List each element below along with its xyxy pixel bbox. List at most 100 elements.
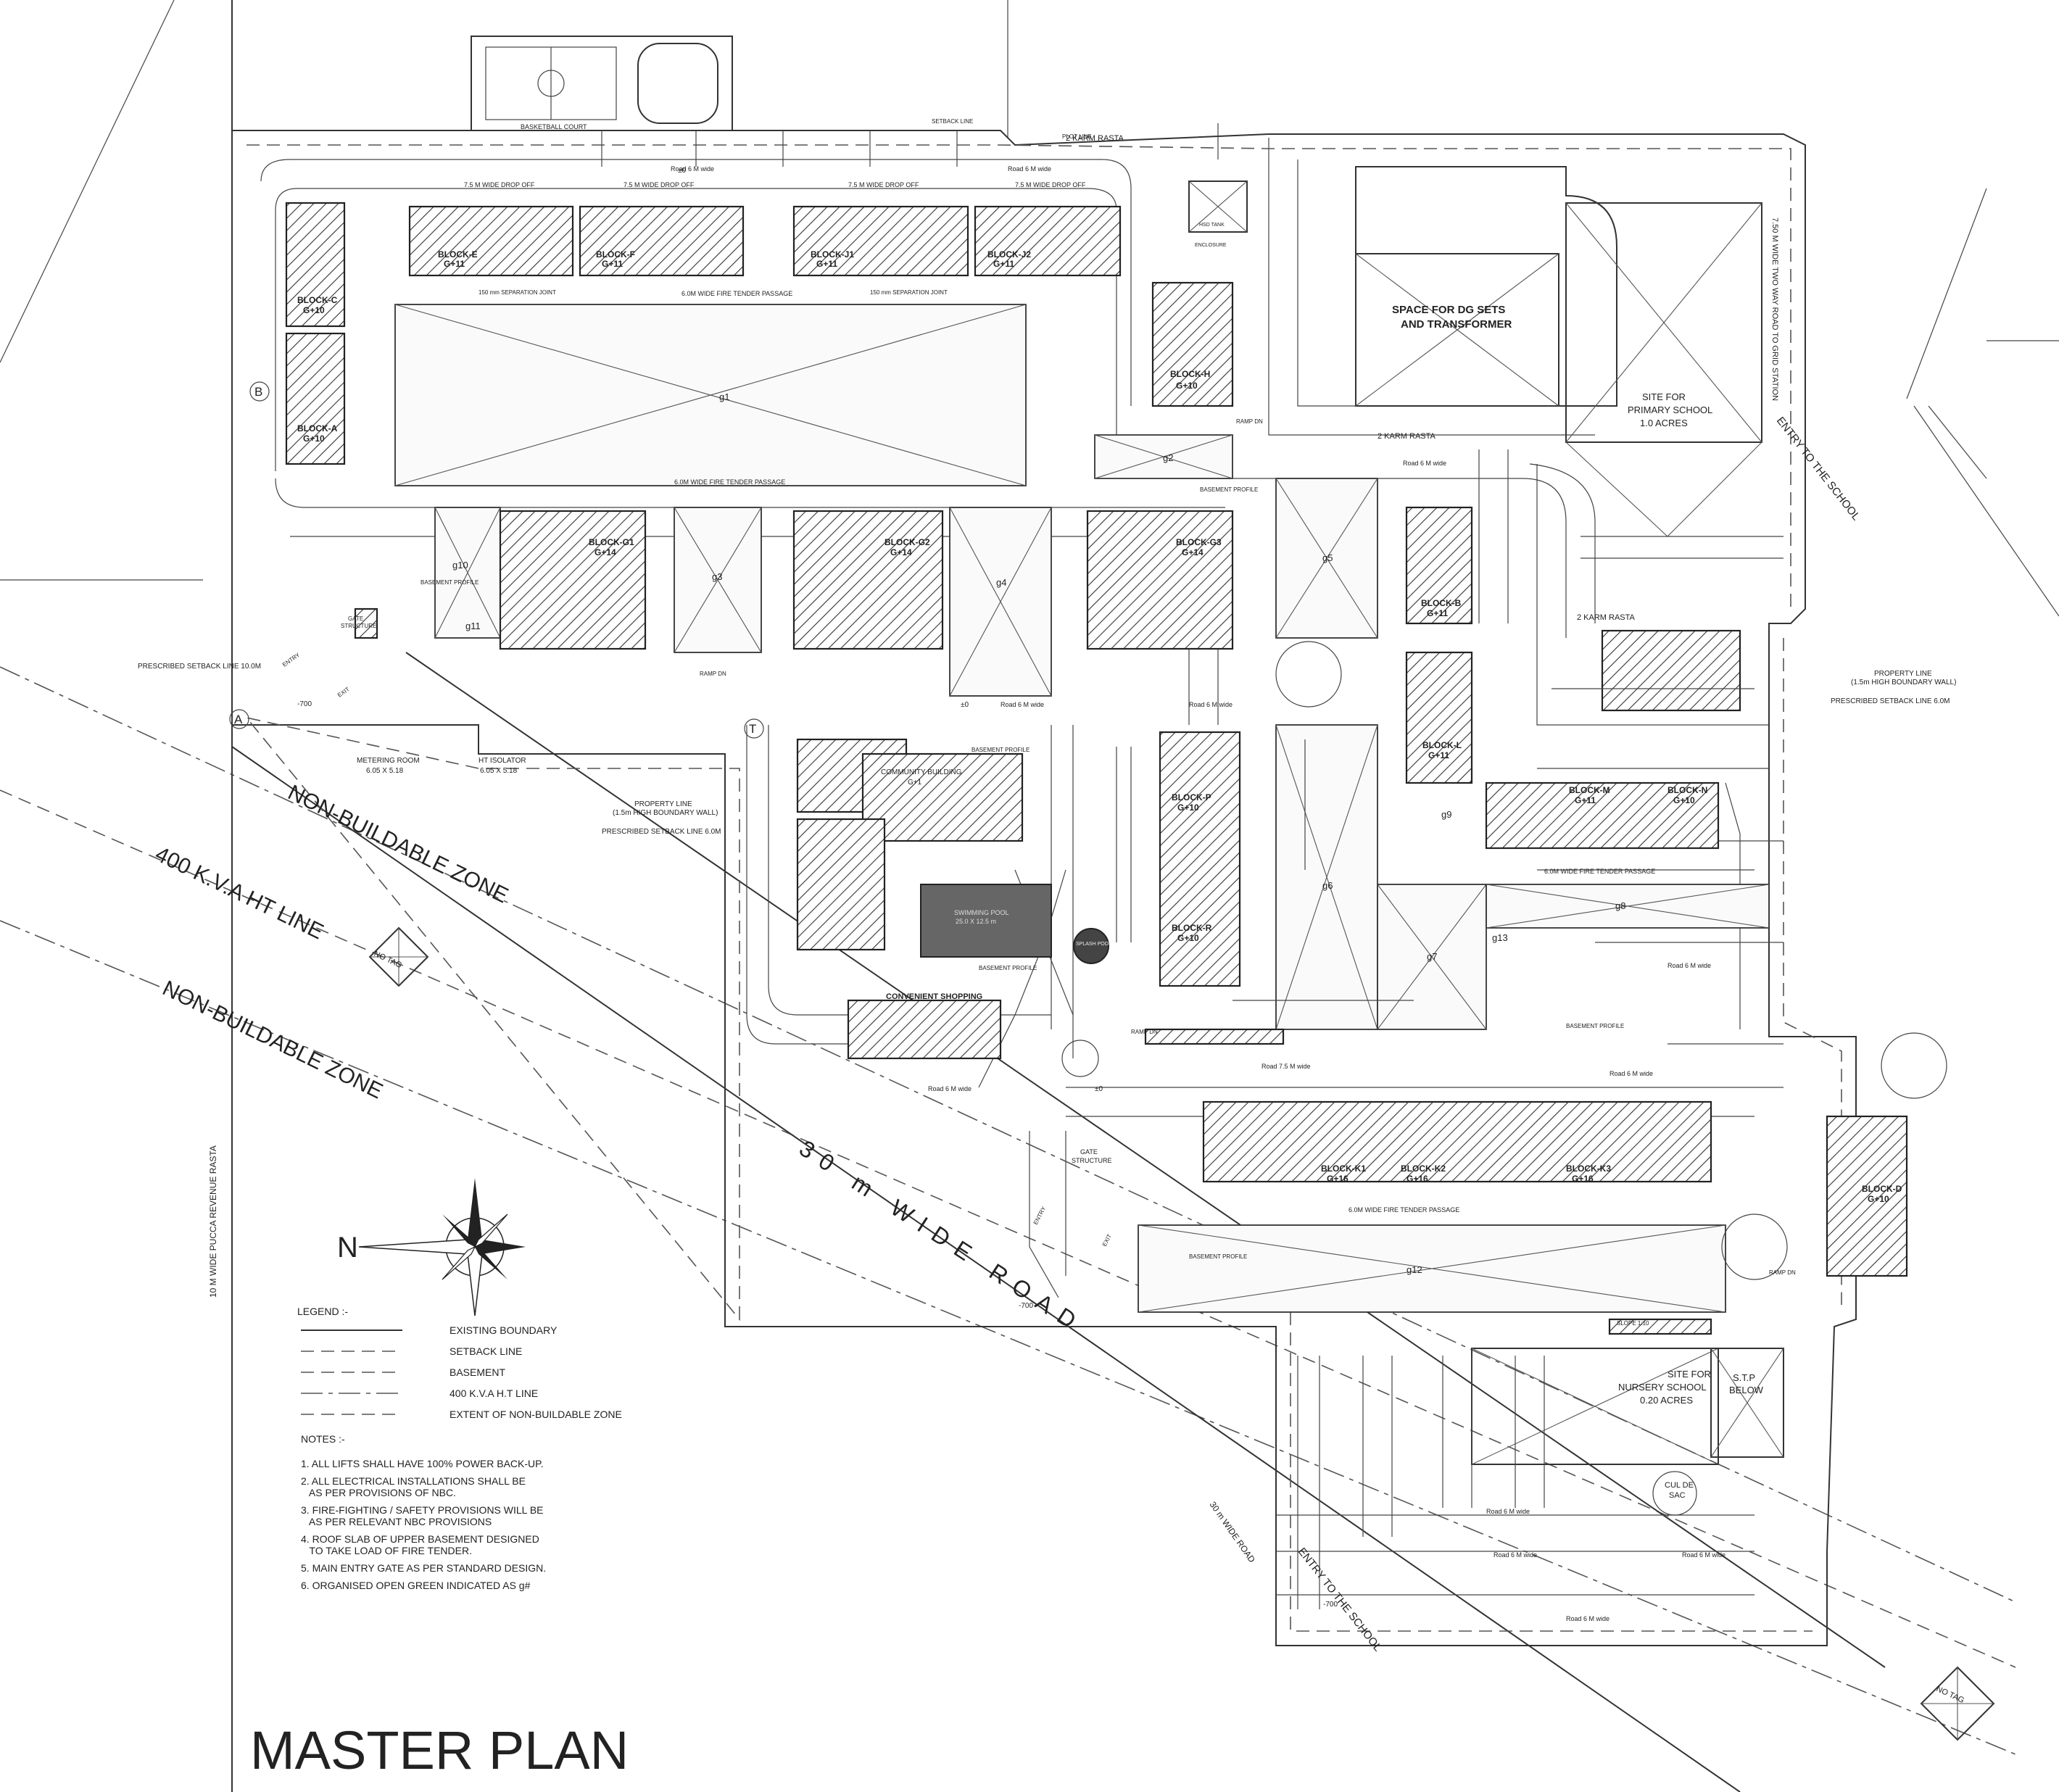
open-greens — [394, 304, 1770, 1313]
fire-passage-label: 6.0M WIDE FIRE TENDER PASSAGE — [1348, 1206, 1459, 1214]
road-label: Road 6 M wide — [1189, 701, 1232, 708]
road-label: Road 6 M wide — [1610, 1070, 1653, 1077]
block-label: BLOCK-R — [1172, 923, 1212, 933]
block-floors: G+10 — [1673, 795, 1695, 805]
revenue-rasta-label: 10 M WIDE PUCCA REVENUE RASTA — [208, 1145, 218, 1298]
ramp-label: RAMP DN — [1236, 418, 1263, 425]
block-floors: G+10 — [303, 434, 325, 444]
green-label: g10 — [452, 560, 468, 571]
buildings — [285, 202, 1908, 1335]
level-label: ±0 — [1095, 1085, 1103, 1093]
green-label: g3 — [712, 571, 722, 582]
block-label: BLOCK-L — [1422, 740, 1462, 750]
north-label: N — [337, 1232, 358, 1264]
block-floors: G+14 — [890, 547, 912, 557]
basement-profile-label: BASEMENT PROFILE — [972, 747, 1030, 753]
road-label: Road 6 M wide — [928, 1085, 972, 1092]
block-floors: G+11 — [993, 259, 1014, 269]
drop-off-label: 7.5 M WIDE DROP OFF — [464, 181, 535, 188]
separation-label: 150 mm SEPARATION JOINT — [478, 289, 556, 296]
note-line: 2. ALL ELECTRICAL INSTALLATIONS SHALL BE — [301, 1475, 526, 1487]
school-site-label: PRIMARY SCHOOL — [1628, 405, 1712, 415]
legend-item: BASEMENT — [450, 1366, 505, 1378]
nursery-site-label: SITE FOR — [1668, 1369, 1711, 1380]
green-label: g11 — [465, 621, 481, 631]
setback-label: PRESCRIBED SETBACK LINE 10.0M — [138, 663, 261, 671]
level-label: -700 — [297, 700, 312, 708]
block-labels: BLOCK-C G+10 BLOCK-A G+10 BLOCK-E G+11 B… — [297, 249, 1902, 1204]
road-label: Road 6 M wide — [1403, 460, 1446, 467]
note-line: 6. ORGANISED OPEN GREEN INDICATED AS g# — [301, 1580, 531, 1591]
block-label: BLOCK-D — [1862, 1184, 1902, 1194]
gate-label: GATE — [348, 615, 363, 622]
block-label: BLOCK-B — [1421, 598, 1462, 608]
basketball-court — [471, 36, 733, 131]
grid-road-label: 7.50 M WIDE TWO WAY ROAD TO GRID STATION — [1770, 217, 1779, 401]
block-label: BLOCK-E — [438, 249, 478, 260]
plot-line-label: PLOT LINE — [1062, 133, 1092, 140]
cul-de-sac-shapes — [1061, 641, 1947, 1516]
note-line: AS PER RELEVANT NBC PROVISIONS — [301, 1516, 492, 1527]
stp-label: S.T.P — [1733, 1372, 1755, 1383]
green-label: g13 — [1492, 932, 1508, 943]
drop-off-label: 7.5 M WIDE DROP OFF — [624, 181, 695, 188]
fire-passage-label: 6.0M WIDE FIRE TENDER PASSAGE — [1544, 868, 1655, 875]
karm-rasta-label: 2 KARM RASTA — [1577, 613, 1636, 622]
setback-label: PRESCRIBED SETBACK LINE 6.0M — [1831, 697, 1950, 705]
pool-label: 25.0 X 12.5 m — [956, 918, 996, 925]
legend-heading: LEGEND :- — [297, 1306, 348, 1317]
basketball-label: BASKETBALL COURT — [521, 123, 587, 130]
road-label: Road 6 M wide — [1008, 165, 1051, 173]
community-label: COMMUNITY BUILDING — [881, 768, 962, 776]
school-site-label: SITE FOR — [1642, 391, 1686, 402]
green-label: g4 — [996, 577, 1006, 588]
fire-passage-label: 6.0M WIDE FIRE TENDER PASSAGE — [682, 290, 792, 297]
ramp-label: RAMP DN — [1131, 1029, 1158, 1035]
basement-profile-label: BASEMENT PROFILE — [1189, 1253, 1247, 1260]
level-label: ±0 — [678, 167, 686, 175]
basement-profile-label: BASEMENT PROFILE — [979, 965, 1037, 971]
grid-markers — [229, 381, 764, 739]
block-floors: G+11 — [816, 259, 837, 269]
fire-passage-label: 6.0M WIDE FIRE TENDER PASSAGE — [674, 478, 785, 486]
cul-de-sac-label: SAC — [1669, 1491, 1686, 1500]
non-buildable-zone-label: NON-BUILDABLE ZONE — [284, 781, 512, 908]
plan-title: MASTER PLAN — [250, 1720, 629, 1780]
no-tag-label: NO TAG — [1935, 1685, 1965, 1705]
service-sites — [1188, 166, 1784, 1465]
green-label: g5 — [1322, 552, 1333, 563]
block-floors: G+14 — [594, 547, 616, 557]
block-label: BLOCK-C — [297, 295, 338, 305]
block-floors: G+16 — [1406, 1174, 1428, 1184]
non-buildable-zone-label: NON-BUILDABLE ZONE — [159, 976, 386, 1104]
property-line-label: (1.5m HIGH BOUNDARY WALL) — [1851, 679, 1956, 686]
block-floors: G+16 — [1327, 1174, 1348, 1184]
road-30m-label: 30 m WIDE ROAD — [795, 1135, 1089, 1339]
ramp-label: RAMP DN — [700, 671, 726, 677]
setback-label: PRESCRIBED SETBACK LINE 6.0M — [602, 828, 721, 836]
legend-item: SETBACK LINE — [450, 1345, 522, 1357]
dg-site-label: SPACE FOR DG SETS — [1392, 304, 1505, 316]
property-line-label: PROPERTY LINE — [1874, 670, 1932, 678]
block-label: BLOCK-F — [596, 249, 635, 260]
road-label: Road 6 M wide — [1566, 1615, 1610, 1622]
block-label: BLOCK-K2 — [1401, 1163, 1446, 1174]
drop-off-label: 7.5 M WIDE DROP OFF — [848, 181, 919, 188]
metering-label: METERING ROOM — [357, 757, 420, 765]
block-floors: G+11 — [444, 259, 465, 269]
basement-profile-label: BASEMENT PROFILE — [1566, 1023, 1624, 1029]
drop-off-label: 7.5 M WIDE DROP OFF — [1015, 181, 1086, 188]
nursery-site-label: 0.20 ACRES — [1640, 1395, 1693, 1406]
road-label: Road 6 M wide — [1000, 701, 1044, 708]
shopping-label: CONVENIENT SHOPPING — [886, 992, 982, 1001]
marker-T: T — [749, 722, 756, 736]
green-label: g1 — [719, 391, 729, 402]
hsd-tank-label: HSD TANK — [1199, 223, 1225, 228]
slope-label: SLOPE 1:10 — [1617, 1320, 1649, 1327]
gate-label: STRUCTURE — [341, 623, 376, 629]
block-floors: G+11 — [1427, 608, 1448, 618]
green-label: g8 — [1615, 900, 1625, 911]
ramp-label: RAMP DN — [1769, 1269, 1796, 1276]
marker-B: B — [254, 385, 262, 399]
